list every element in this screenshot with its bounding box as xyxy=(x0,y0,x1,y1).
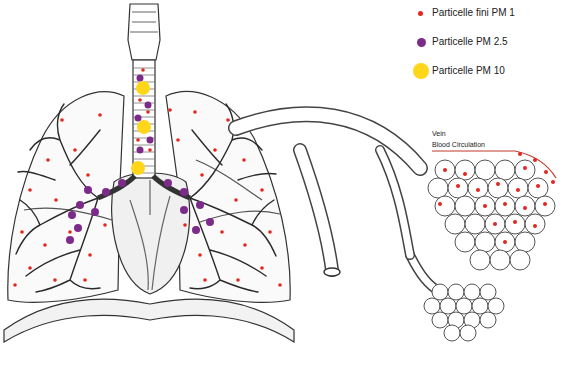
legend-text: Particelle fini PM 1 xyxy=(432,7,515,18)
legend-swatch xyxy=(417,38,426,47)
blood-circulation-label: Blood Circulation xyxy=(432,141,485,148)
legend-text: Particelle PM 10 xyxy=(432,65,505,76)
legend-swatch xyxy=(418,11,423,16)
vein-label: Vein xyxy=(432,130,446,137)
legend-text: Particelle PM 2.5 xyxy=(432,36,508,47)
legend-swatch xyxy=(413,63,429,79)
